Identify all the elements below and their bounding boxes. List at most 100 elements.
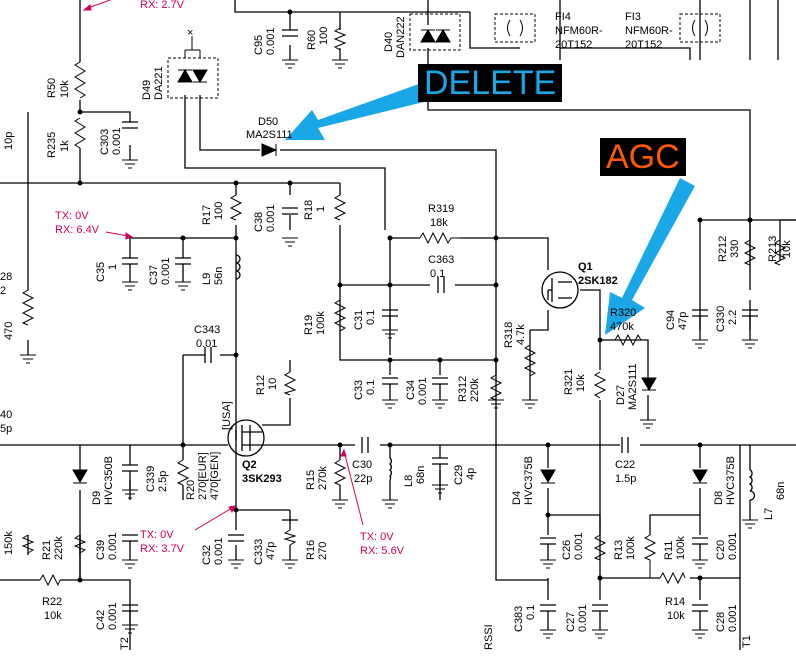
r321-symbol xyxy=(593,371,607,399)
r50-value: 10k xyxy=(59,80,71,98)
q2-value: 3SK293 xyxy=(242,473,282,485)
r28-symbol xyxy=(21,289,35,326)
d49-ref: D49 xyxy=(141,80,153,100)
c27-ref: C27 xyxy=(565,612,577,632)
r318-symbol xyxy=(523,344,537,377)
r28-ref: 28 xyxy=(0,271,12,283)
c26-symbol xyxy=(540,537,556,560)
fi3-value-2: 20T152 xyxy=(625,39,662,51)
r312-value: 220k xyxy=(469,378,481,402)
l7-value: 68n xyxy=(775,482,787,500)
r319-ref: R319 xyxy=(428,203,454,215)
c27-symbol xyxy=(592,604,608,630)
l8-symbol xyxy=(389,457,392,481)
r11-value: 100k xyxy=(675,536,687,560)
r235-value: 1k xyxy=(59,140,71,152)
c37-ref: C37 xyxy=(148,265,160,285)
r17-value: 100 xyxy=(213,202,225,220)
r12-symbol xyxy=(283,371,297,396)
c35-symbol xyxy=(122,257,138,282)
r21-value: 220k xyxy=(53,536,65,560)
r213-ref: R213 xyxy=(767,236,779,262)
c37-symbol xyxy=(175,257,191,282)
grounds xyxy=(20,59,758,639)
c94-symbol xyxy=(692,309,708,340)
q2-ref: Q2 xyxy=(242,459,257,471)
c31-value: 0.1 xyxy=(365,310,377,325)
c363-value: 0.1 xyxy=(430,268,445,280)
c33-symbol xyxy=(382,377,398,400)
c94-value: 47p xyxy=(677,312,689,330)
r16-ref: R16 xyxy=(305,540,317,560)
r22-ref: R22 xyxy=(42,596,62,608)
c38-ref: C38 xyxy=(253,212,265,232)
r320-symbol xyxy=(614,333,642,347)
c26-ref: C26 xyxy=(561,540,573,560)
c30-value: 22p xyxy=(354,473,372,485)
c95-value: 0.001 xyxy=(265,27,277,55)
r17-symbol xyxy=(229,194,243,221)
wires xyxy=(0,0,796,650)
c339-value: 2.5p xyxy=(157,471,169,492)
d40-value: DAN222 xyxy=(395,16,407,58)
c29-value: 4p xyxy=(465,468,477,480)
r213-value: 10k xyxy=(781,240,793,258)
c32-ref: C32 xyxy=(201,545,213,565)
r16-value: 270 xyxy=(317,542,329,560)
c339-ref: C339 xyxy=(145,466,157,492)
r319-symbol xyxy=(419,231,460,245)
c39-value: 0.001 xyxy=(107,532,119,560)
c94-ref: C94 xyxy=(665,310,677,330)
fi4-value-1: NFM60R- xyxy=(555,25,603,37)
r212-value: 330 xyxy=(729,240,741,258)
l7-symbol xyxy=(747,469,756,501)
fi4-ref: FI4 xyxy=(555,11,571,23)
c343-ref: C343 xyxy=(194,324,220,336)
c330-symbol xyxy=(742,309,758,340)
r235-ref: R235 xyxy=(46,132,58,158)
c33-value: 0.1 xyxy=(365,380,377,395)
c20-ref: C20 xyxy=(715,540,727,560)
d4-symbol xyxy=(540,469,556,484)
junctions xyxy=(77,9,753,583)
c333-value: 47p xyxy=(265,542,277,560)
c20-symbol xyxy=(692,537,708,560)
r12-value: 10 xyxy=(267,378,279,390)
c32-value: 0.001 xyxy=(213,537,225,565)
r22-value: 10k xyxy=(44,610,62,622)
r16-symbol xyxy=(283,529,297,546)
l8-value: 68n xyxy=(415,466,427,484)
annotation-arrows xyxy=(285,80,695,335)
d9-ref: D9 xyxy=(91,491,103,505)
c31-symbol xyxy=(382,309,398,330)
voltage-r15-tx: TX: 0V xyxy=(360,531,394,543)
r11-ref: R11 xyxy=(663,541,675,560)
l8-ref: L8 xyxy=(403,475,415,487)
d8-value: HVC375B xyxy=(725,456,737,505)
voltage-pointers xyxy=(82,0,364,531)
transistors xyxy=(227,271,579,457)
d9-value: HVC350B xyxy=(103,456,115,505)
c34-ref: C34 xyxy=(405,380,417,400)
r14-symbol xyxy=(659,571,686,585)
c28-ref: C28 xyxy=(715,612,727,632)
c330-value: 2.2 xyxy=(727,310,739,325)
l9-value: 56n xyxy=(213,267,225,285)
r14-value: 10k xyxy=(667,610,685,622)
r15-value: 270k xyxy=(317,466,329,490)
r11-symbol xyxy=(643,534,657,578)
agc-arrow xyxy=(605,178,695,335)
r12-ref: R12 xyxy=(255,375,267,395)
r60-value: 100 xyxy=(318,27,330,45)
net-t2: T2 xyxy=(119,637,131,650)
r318-value: 4.7k xyxy=(515,324,527,345)
c40-ref: 40 xyxy=(0,409,12,421)
capacitors xyxy=(122,29,758,630)
r14-ref: R14 xyxy=(665,596,685,608)
r19-value: 100k xyxy=(315,311,327,335)
c34-symbol xyxy=(432,377,448,400)
r213-symbol xyxy=(773,239,787,266)
c42-value: 0.001 xyxy=(107,602,119,630)
r20-value-1: 270[EUR] xyxy=(197,452,209,500)
c95-ref: C95 xyxy=(253,35,265,55)
